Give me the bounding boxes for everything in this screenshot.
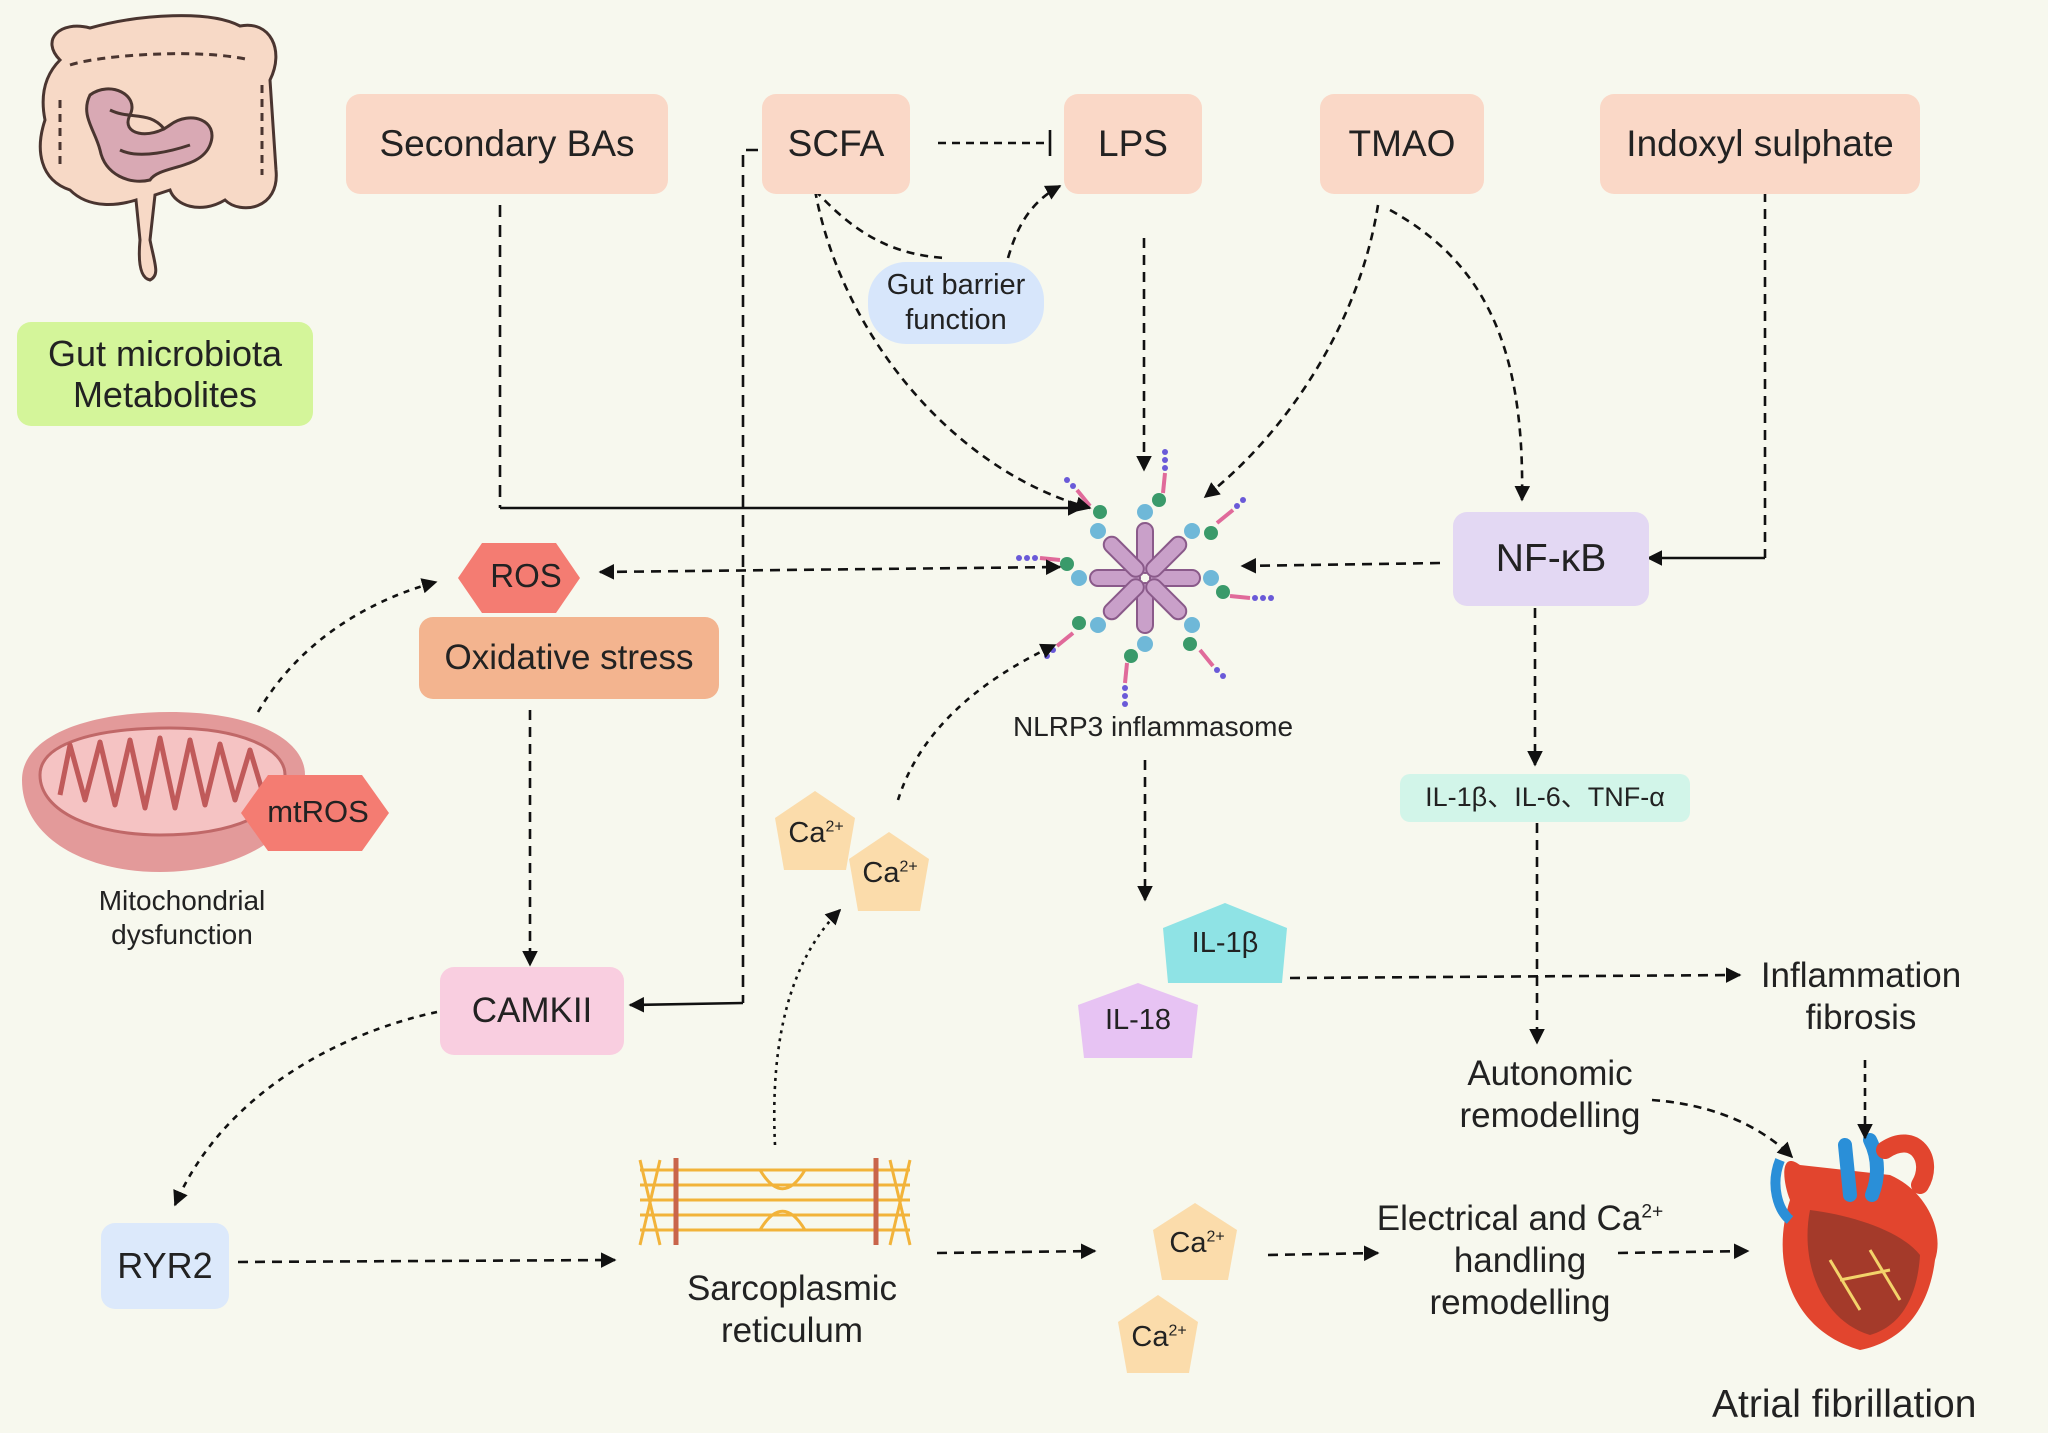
calcium-label-4: Ca2+ — [1131, 1320, 1186, 1355]
legend-box: Gut microbiota Metabolites — [17, 322, 313, 426]
sr-line-1: Sarcoplasmic — [686, 1269, 898, 1308]
calcium-2-base: Ca — [862, 857, 900, 889]
mito-line-1: Mitochondrial — [98, 885, 266, 916]
indoxyl-sulphate-label: Indoxyl sulphate — [1626, 122, 1894, 164]
mito-label: Mitochondrial dysfunction — [99, 884, 266, 951]
mtros-label: mtROS — [267, 794, 369, 829]
autonomic-line-2: remodelling — [1459, 1096, 1641, 1135]
sarcomere-icon — [638, 1158, 912, 1246]
gut-barrier-label: Gut barrier function — [887, 268, 1026, 338]
il1b-pentagon — [1163, 903, 1287, 983]
nfkb-box: NF-κB — [1453, 512, 1649, 606]
connectors — [173, 130, 1873, 1268]
nlrp3-label: NLRP3 inflammasome — [1012, 711, 1294, 742]
calcium-label-2: Ca2+ — [862, 856, 917, 891]
sr-label: Sarcoplasmic reticulum — [687, 1268, 897, 1352]
gut-barrier-line-1: Gut barrier — [886, 269, 1026, 301]
secondary-bas-box: Secondary BAs — [346, 94, 668, 194]
scfa-box: SCFA — [762, 94, 910, 194]
mito-line-2: dysfunction — [111, 918, 253, 950]
scfa-label: SCFA — [787, 122, 885, 164]
legend-line-1: Gut microbiota — [47, 332, 283, 374]
oxidative-stress-label: Oxidative stress — [444, 637, 694, 677]
ros-label: ROS — [490, 557, 562, 594]
calcium-pentagons — [775, 791, 1237, 1373]
lps-box: LPS — [1064, 94, 1202, 194]
calcium-1-sup: 2+ — [825, 818, 844, 836]
camkii-label: CAMKII — [471, 990, 593, 1030]
autonomic-line-1: Autonomic — [1467, 1054, 1633, 1093]
nfkb-label: NF-κB — [1495, 536, 1607, 580]
secondary-bas-label: Secondary BAs — [379, 122, 635, 164]
electrical-line-2: handling — [1453, 1241, 1587, 1280]
gut-barrier-shape — [868, 262, 1044, 344]
indoxyl-sulphate-box: Indoxyl sulphate — [1600, 94, 1920, 194]
inflammation-label: Inflammation fibrosis — [1761, 955, 1961, 1039]
cytokines-label: IL-1β、IL-6、TNF-α — [1425, 782, 1665, 813]
inflammasome-icon — [1016, 449, 1274, 707]
electrical-line-1-sup: 2+ — [1641, 1201, 1664, 1223]
calcium-label-1: Ca2+ — [788, 816, 843, 851]
oxidative-stress-box: Oxidative stress — [419, 617, 719, 699]
ros-hexagon — [458, 543, 580, 613]
intestine-icon — [38, 14, 278, 282]
electrical-line-1: Electrical and Ca2+ — [1377, 1198, 1664, 1240]
tmao-box: TMAO — [1320, 94, 1484, 194]
electrical-label: Electrical and Ca2+ handling remodelling — [1377, 1198, 1664, 1324]
calcium-label-3: Ca2+ — [1169, 1226, 1224, 1261]
inflammation-line-1: Inflammation — [1760, 956, 1962, 995]
mtros-hexagon — [241, 775, 389, 851]
ryr2-box: RYR2 — [101, 1223, 229, 1309]
calcium-4-sup: 2+ — [1168, 1322, 1187, 1340]
atrial-fibrillation-label: Atrial fibrillation — [1712, 1383, 1977, 1426]
autonomic-label: Autonomic remodelling — [1460, 1053, 1641, 1137]
gut-barrier-line-2: function — [905, 303, 1007, 336]
electrical-line-3: remodelling — [1429, 1283, 1611, 1322]
il18-label: IL-18 — [1104, 1004, 1172, 1036]
calcium-3-base: Ca — [1169, 1227, 1207, 1259]
sr-line-2: reticulum — [721, 1311, 863, 1350]
calcium-2-sup: 2+ — [899, 858, 918, 876]
electrical-line-1-base: Electrical and Ca — [1376, 1199, 1642, 1238]
il1b-label: IL-1β — [1191, 927, 1259, 959]
calcium-1-base: Ca — [788, 817, 826, 849]
il18-pentagon — [1078, 983, 1198, 1058]
mitochondrion-icon — [22, 712, 305, 872]
ryr2-label: RYR2 — [117, 1245, 213, 1287]
legend-line-2: Metabolites — [72, 374, 258, 415]
inflammation-line-2: fibrosis — [1805, 998, 1917, 1037]
heart-icon — [1770, 1133, 1938, 1350]
tmao-label: TMAO — [1348, 122, 1456, 164]
lps-label: LPS — [1098, 122, 1168, 164]
calcium-3-sup: 2+ — [1206, 1228, 1225, 1246]
cytokines-box: IL-1β、IL-6、TNF-α — [1400, 774, 1690, 822]
calcium-4-base: Ca — [1131, 1321, 1169, 1353]
camkii-box: CAMKII — [440, 967, 624, 1055]
